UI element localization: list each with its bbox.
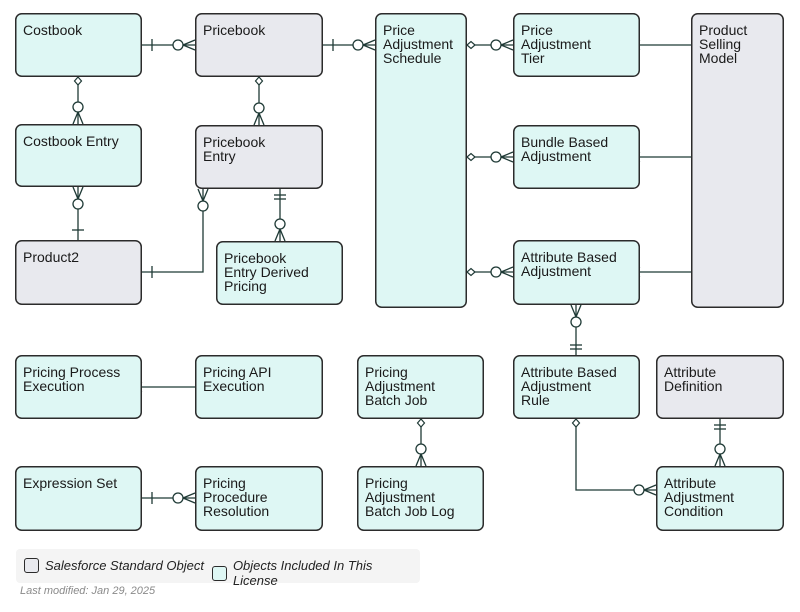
legend-license: Objects Included In This License	[212, 558, 420, 588]
relationship-rule-condition	[571, 418, 657, 496]
entity-costbook[interactable]: Costbook	[15, 13, 142, 77]
entity-label-line: Model	[699, 50, 737, 66]
entity-expression-set[interactable]: Expression Set	[15, 466, 142, 531]
entity-label-line: Execution	[23, 378, 84, 394]
entity-label-line: Product2	[23, 249, 79, 265]
entity-label-line: Entry	[203, 148, 236, 164]
legend-license-swatch	[212, 565, 227, 581]
last-modified: Last modified: Jan 29, 2025	[20, 585, 156, 597]
entity-label-line: Tier	[521, 50, 545, 66]
legend-standard-label: Salesforce Standard Object	[45, 558, 204, 573]
relationship-attrbased-rule	[570, 304, 582, 355]
entity-label-line: Adjustment	[521, 148, 591, 164]
entity-label-line: Procedure	[203, 489, 268, 505]
entity-label-line: Resolution	[203, 503, 269, 519]
legend-standard: Salesforce Standard Object	[24, 558, 204, 573]
entity-label-line: Batch Job	[365, 392, 427, 408]
relationship-costbookentry-product2	[72, 186, 84, 240]
entity-label-line: Expression Set	[23, 475, 117, 491]
entity-label-line: Price	[521, 22, 553, 38]
entity-label-line: Pricing Process	[23, 364, 120, 380]
relationship-schedule-attrbased	[466, 266, 514, 278]
entity-label-line: Adjustment	[521, 36, 591, 52]
entity-label-line: Pricing API	[203, 364, 271, 380]
entity-label-line: Pricing	[224, 278, 267, 294]
entity-label-line: Condition	[664, 503, 723, 519]
relationship-costbook-costbookentry	[72, 76, 84, 125]
entity-label-line: Adjustment	[365, 378, 435, 394]
relationship-schedule-tier	[466, 39, 514, 51]
entity-label-line: Schedule	[383, 50, 442, 66]
entity-label-line: Adjustment	[521, 378, 591, 394]
entity-label-line: Product	[699, 22, 747, 38]
entity-label-line: Attribute Based	[521, 364, 617, 380]
relationship-batchjob-batchjoblog	[415, 418, 427, 467]
entity-product2[interactable]: Product2	[15, 240, 142, 305]
entity-label-line: Entry Derived	[224, 264, 309, 280]
entity-label-line: Pricing	[365, 364, 408, 380]
entity-label-line: Batch Job Log	[365, 503, 455, 519]
entity-label-line: Attribute Based	[521, 249, 617, 265]
entity-label-line: Pricing	[365, 475, 408, 491]
entity-label-line: Adjustment	[365, 489, 435, 505]
relationship-pricebook-schedule	[323, 39, 376, 51]
relationship-product2-pricebookentry	[142, 188, 209, 278]
entity-label-line: Costbook Entry	[23, 133, 119, 149]
legend-standard-swatch	[24, 558, 39, 573]
relationship-expressionset-procedure	[142, 492, 196, 504]
entity-label-line: Execution	[203, 378, 264, 394]
relationship-costbook-pricebook	[142, 39, 196, 51]
entity-label-line: Pricebook	[203, 134, 266, 150]
entity-label-line: Bundle Based	[521, 134, 608, 150]
entity-label-line: Adjustment	[664, 489, 734, 505]
entity-label-line: Price	[383, 22, 415, 38]
relationship-pricebook-pricebookentry	[253, 76, 265, 126]
relationship-pricebookentry-derived	[274, 189, 286, 242]
entity-label-line: Attribute	[664, 364, 716, 380]
entity-label-line: Selling	[699, 36, 741, 52]
entity-costbook-entry[interactable]: Costbook Entry	[15, 124, 142, 187]
entity-label-line: Adjustment	[521, 263, 591, 279]
entity-label-line: Adjustment	[383, 36, 453, 52]
entity-label-line: Rule	[521, 392, 550, 408]
relationship-attrdef-condition	[714, 419, 726, 467]
legend: Salesforce Standard Object Objects Inclu…	[16, 549, 420, 588]
entity-label-line: Pricing	[203, 475, 246, 491]
entity-label-line: Definition	[664, 378, 722, 394]
entity-label-line: Costbook	[23, 22, 83, 38]
entity-label-line: Attribute	[664, 475, 716, 491]
entity-label-line: Pricebook	[224, 250, 287, 266]
entity-pricebook[interactable]: Pricebook	[195, 13, 323, 77]
legend-license-label: Objects Included In This License	[232, 558, 373, 588]
relationship-schedule-bundle	[466, 151, 514, 163]
entity-label-line: Pricebook	[203, 22, 266, 38]
